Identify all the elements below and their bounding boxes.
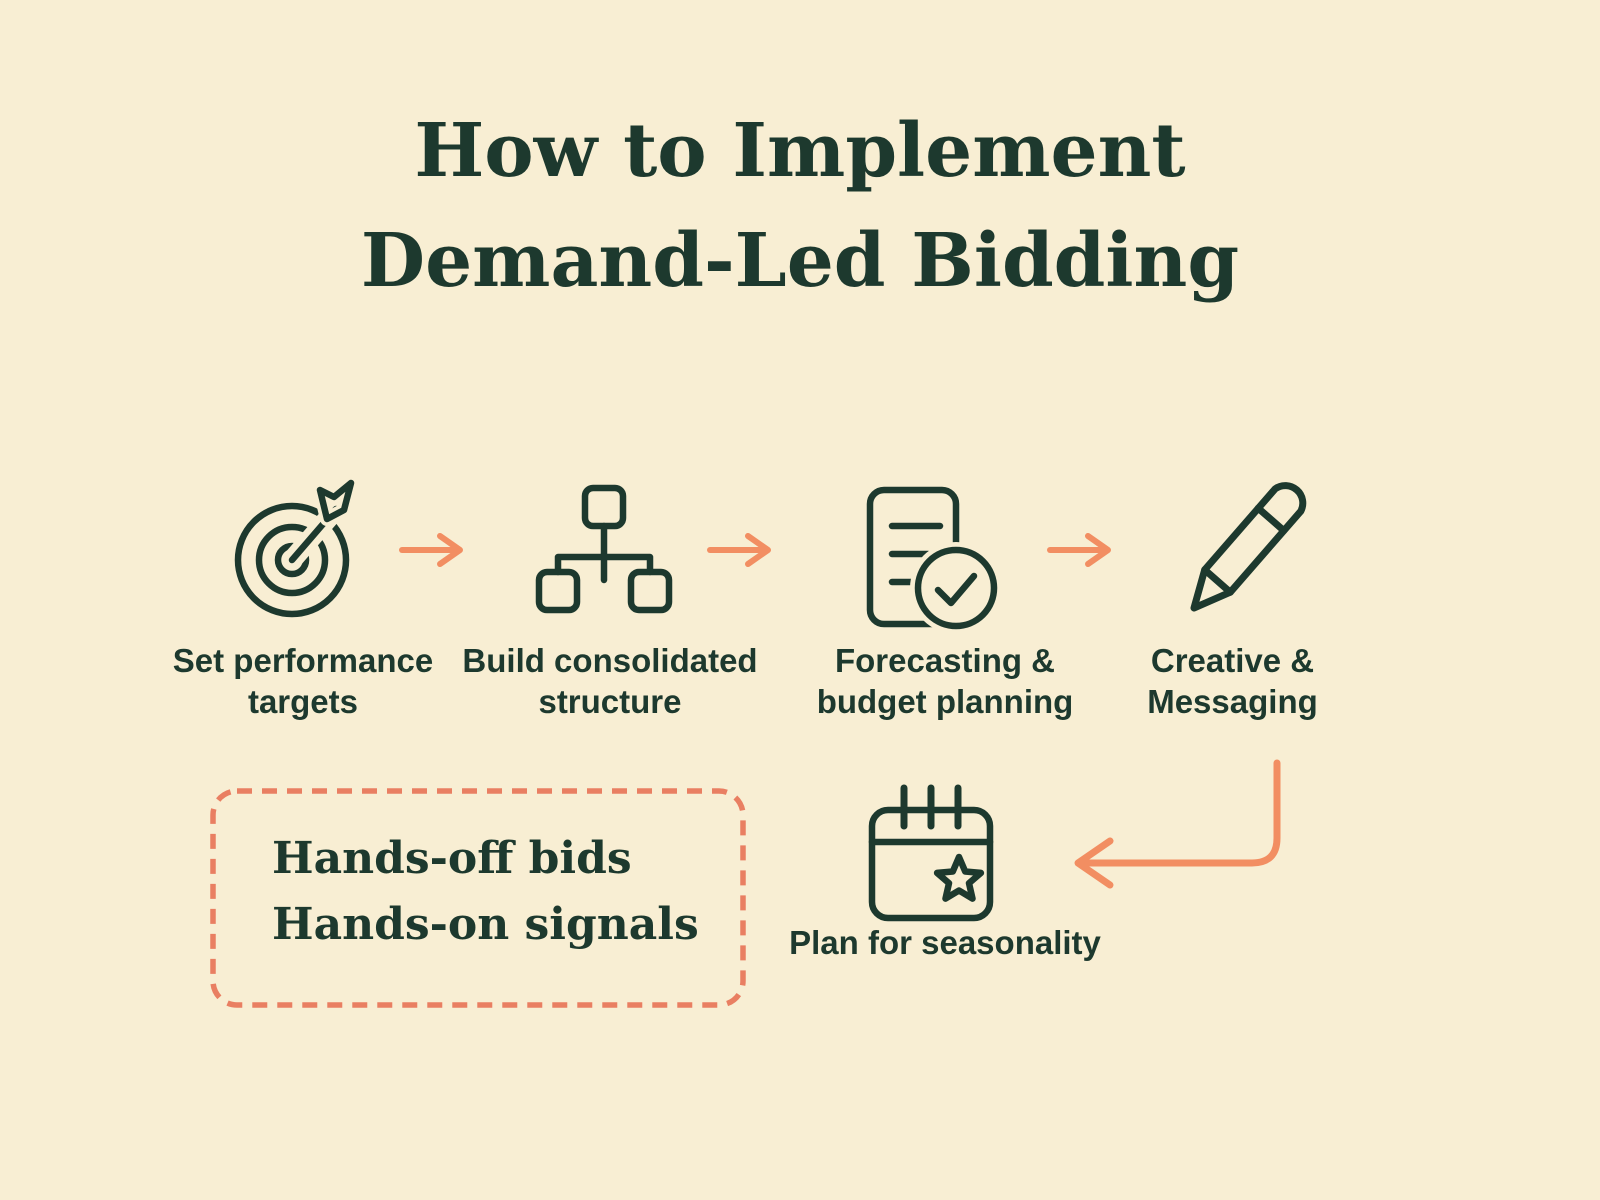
- right-arrow-icon: [399, 533, 463, 567]
- document-check-icon: [866, 486, 1002, 634]
- step-3: [852, 484, 1002, 634]
- flow-connector-down-left: [1040, 755, 1290, 889]
- elbow-arrow-icon: [1074, 759, 1281, 889]
- page-title: How to Implement Demand-Led Bidding: [0, 96, 1600, 316]
- flow-arrow-3: [1046, 532, 1116, 568]
- right-arrow-icon: [707, 533, 771, 567]
- page-title-line-1: How to Implement: [414, 108, 1186, 194]
- step-4: [1186, 478, 1316, 618]
- hierarchy-icon: [535, 484, 673, 614]
- step-1-label: Set performance targets: [172, 642, 434, 720]
- callout-box: [210, 788, 746, 1008]
- step-2-label: Build consolidated structure: [462, 642, 758, 720]
- callout-line-2: Hands-on signals: [272, 899, 699, 950]
- dashed-border: [210, 788, 746, 1008]
- step-5-label: Plan for seasonality: [789, 924, 1101, 961]
- step-2: [528, 484, 678, 614]
- flow-arrow-2: [706, 532, 776, 568]
- step-4-label: Creative & Messaging: [1147, 642, 1318, 720]
- step-1: [230, 476, 370, 622]
- right-arrow-icon: [1047, 533, 1111, 567]
- flow-arrow-1: [398, 532, 468, 568]
- callout-copy: Hands-off bids Hands-on signals: [272, 826, 699, 958]
- page-title-line-2: Demand-Led Bidding: [360, 218, 1240, 304]
- callout-line-1: Hands-off bids: [272, 833, 632, 884]
- step-3-label: Forecasting & budget planning: [816, 642, 1074, 720]
- target-icon: [234, 476, 358, 618]
- pencil-icon: [1190, 482, 1307, 612]
- step-5: [866, 780, 996, 925]
- calendar-star-icon: [868, 784, 994, 922]
